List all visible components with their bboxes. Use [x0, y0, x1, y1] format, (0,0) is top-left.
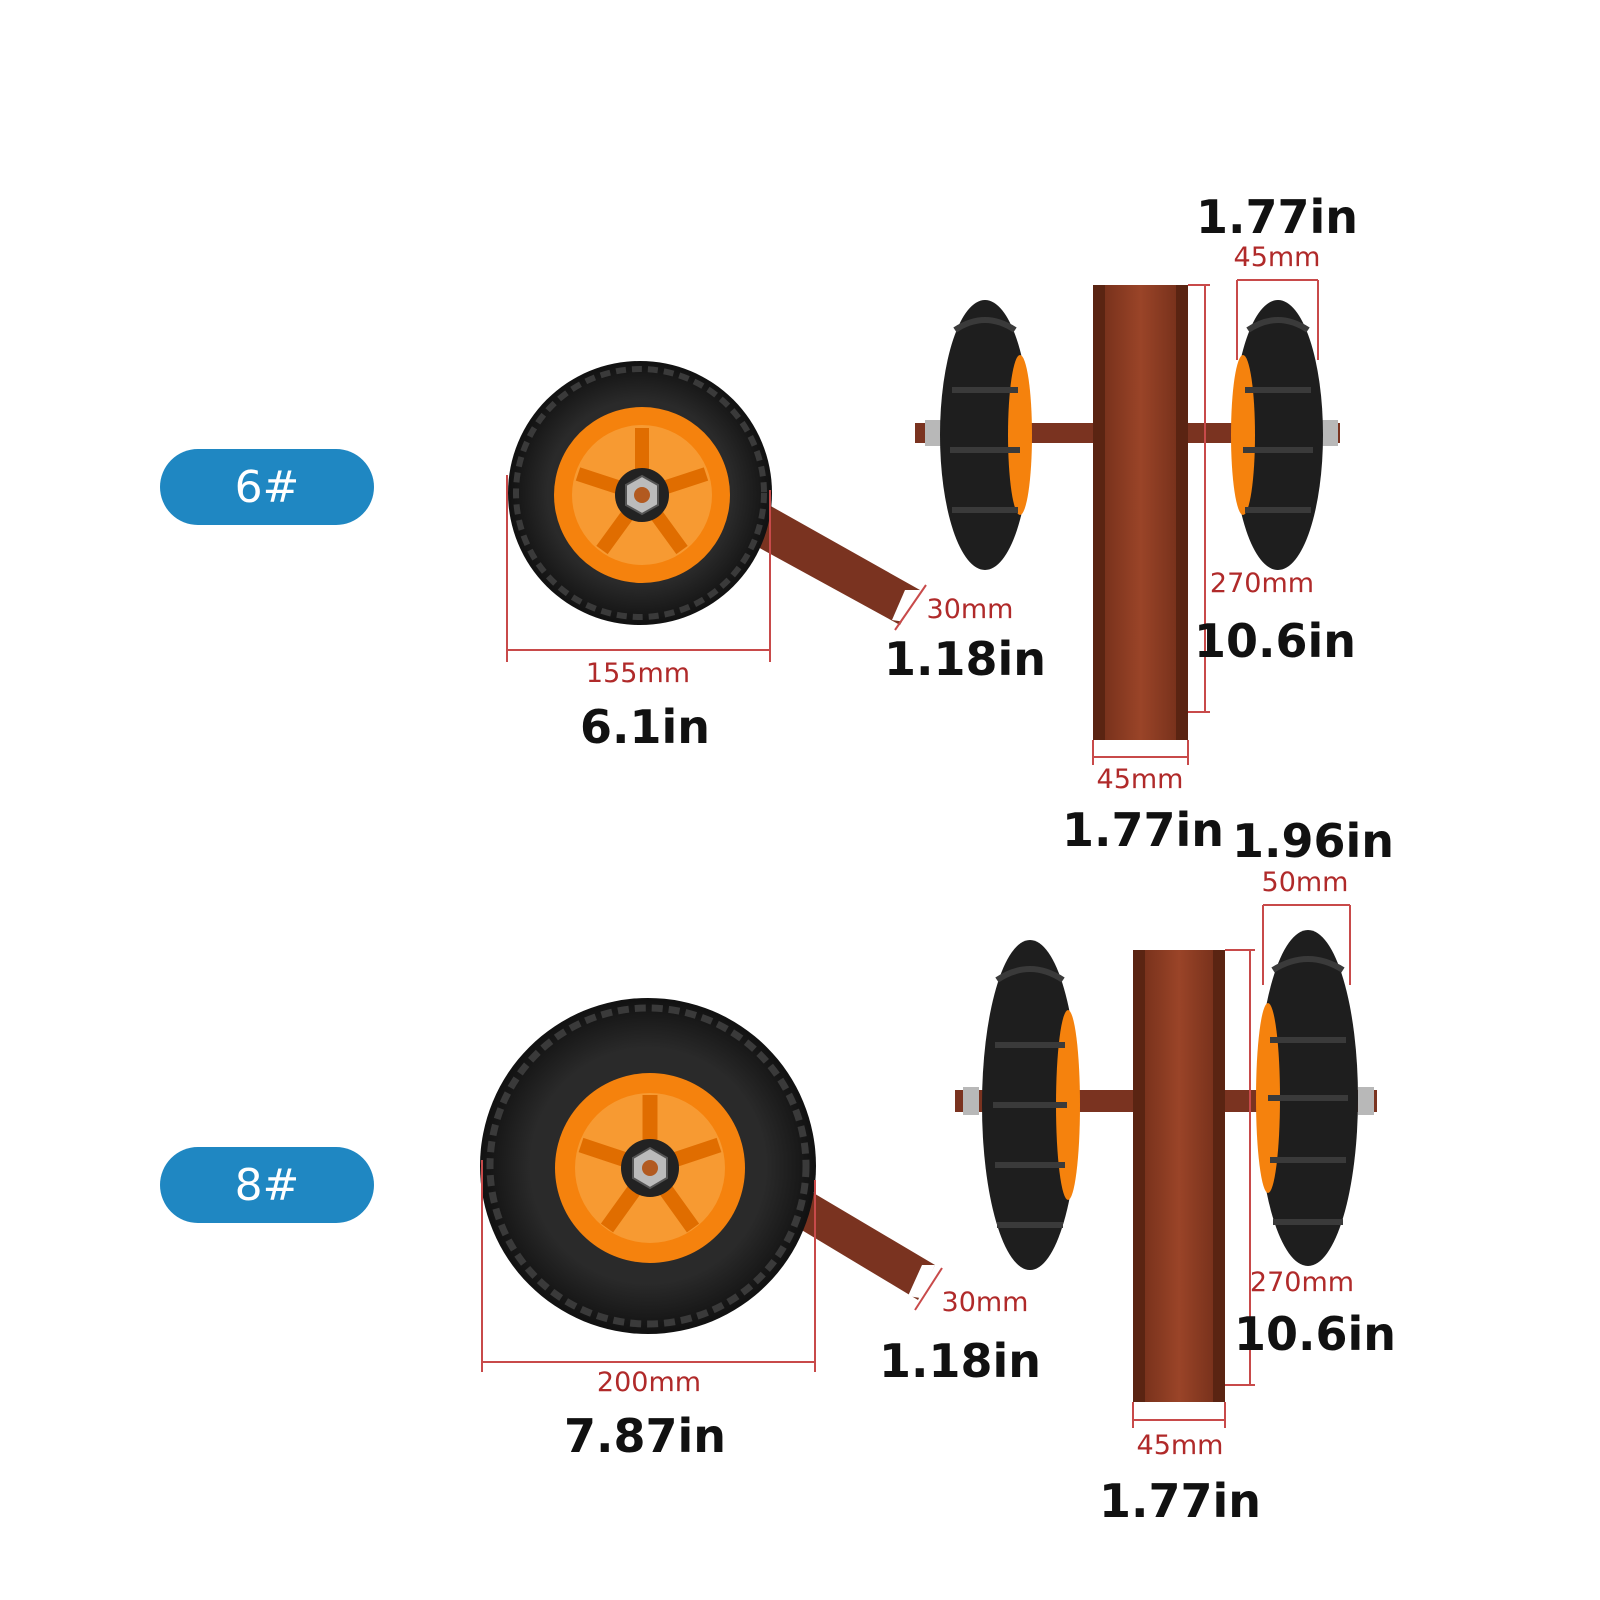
- model-6-channel-width-mm: 45mm: [1096, 764, 1184, 795]
- model-6-channel-height-dimension-line: [1188, 284, 1210, 713]
- model-8-channel-width-in: 1.77in: [1098, 1474, 1262, 1528]
- model-8-channel-height-mm: 270mm: [1249, 1267, 1355, 1298]
- model-8-arm-width-in: 1.18in: [878, 1334, 1042, 1388]
- model-6-tire-width-mm: 45mm: [1233, 242, 1321, 273]
- model-8-arm-dimension-line: [914, 1267, 943, 1311]
- model-8-tire-width-dimension-line: [1262, 904, 1351, 985]
- model-8-channel-height-in: 10.6in: [1233, 1307, 1397, 1361]
- model-6-arm-width-in: 1.18in: [883, 632, 1047, 686]
- model-6-right-tire: [1233, 300, 1323, 570]
- model-8-front-view: [955, 904, 1377, 1428]
- model-8-tire-width-in: 1.96in: [1231, 814, 1395, 868]
- model-8-channel-width-dimension-line: [1132, 1402, 1226, 1428]
- model-8-wheel-diameter-in: 7.87in: [563, 1409, 727, 1463]
- model-8-arm-end: [908, 1265, 935, 1298]
- model-6-arm: [745, 500, 920, 625]
- model-6-tire-width-dimension-line: [1236, 279, 1319, 360]
- model-6-arm-dimension-line: [894, 584, 927, 631]
- model-6-label: 6#: [160, 449, 374, 525]
- model-6-arm-width-mm: 30mm: [926, 594, 1014, 625]
- model-6-channel: [1093, 285, 1188, 740]
- model-8-channel-width-mm: 45mm: [1136, 1430, 1224, 1461]
- model-6-side-view: [506, 361, 927, 662]
- model-8-label: 8#: [160, 1147, 374, 1223]
- model-6-channel-width-dimension-line: [1092, 740, 1189, 765]
- model-8-channel: [1133, 950, 1225, 1402]
- model-8-wheel-dimension-line: [481, 1160, 816, 1372]
- model-8-side-view: [480, 998, 943, 1372]
- model-8-arm: [785, 1185, 935, 1300]
- model-6-wheel-diameter-in: 6.1in: [579, 700, 711, 754]
- model-8-tire-width-mm: 50mm: [1261, 867, 1349, 898]
- model-6-channel-height-in: 10.6in: [1193, 614, 1357, 668]
- model-8-channel-height-dimension-line: [1225, 949, 1255, 1386]
- model-6-arm-end: [892, 590, 920, 622]
- model-6-front-view: [915, 279, 1340, 765]
- model-6-wheel-dimension-line: [506, 475, 771, 662]
- model-6-tire-width-in: 1.77in: [1195, 190, 1359, 244]
- model-6-channel-width-in: 1.77in: [1061, 803, 1225, 857]
- model-6-wheel-diameter-mm: 155mm: [585, 658, 691, 689]
- model-6-side-tire-rim: [513, 366, 767, 620]
- model-8-arm-width-mm: 30mm: [941, 1287, 1029, 1318]
- model-6-left-tire: [940, 300, 1030, 570]
- model-6-channel-height-mm: 270mm: [1209, 568, 1315, 599]
- model-8-side-tire-rim: [486, 1004, 810, 1328]
- model-8-wheel-diameter-mm: 200mm: [596, 1367, 702, 1398]
